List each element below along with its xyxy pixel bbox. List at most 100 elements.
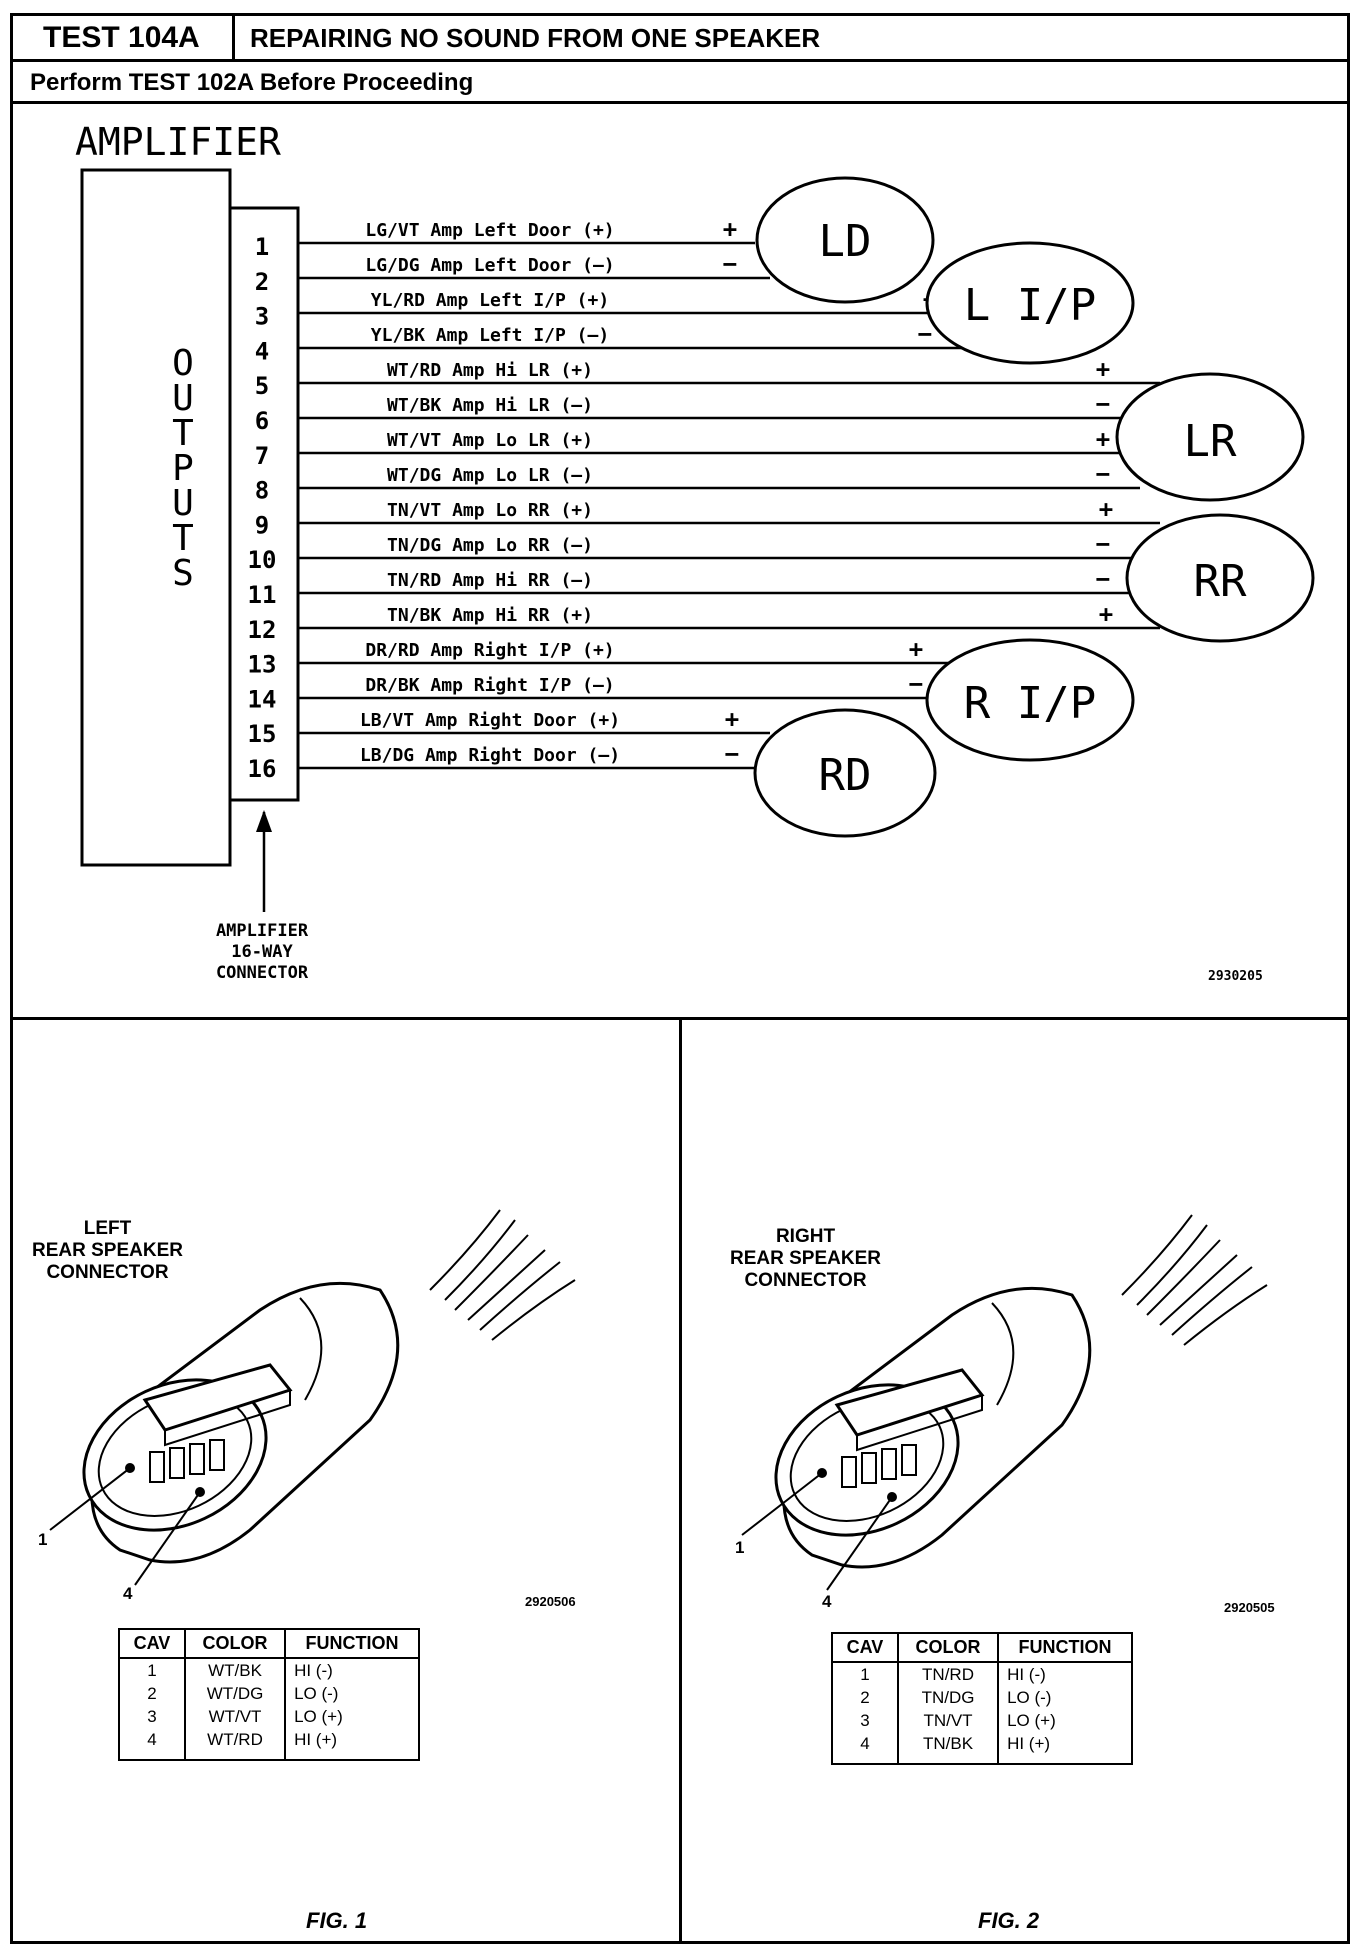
wire-label: TN/DG Amp Lo RR (–) [387,535,593,556]
wire-label: WT/BK Amp Hi LR (–) [387,395,593,416]
cell: 2 [118,1682,186,1705]
pin-number: 4 [255,337,269,365]
cell: LO (+) [284,1705,420,1728]
cell: 1 [118,1658,186,1682]
wire-label: TN/VT Amp Lo RR (+) [387,500,593,521]
polarity-mark: − [918,320,932,348]
cell: HI (-) [284,1658,420,1682]
pin-number: 5 [255,372,269,400]
fig2-label: RIGHT REAR SPEAKER CONNECTOR [718,1226,893,1292]
outputs-letter: P [172,448,194,489]
pin-number: 16 [248,755,277,783]
outputs-letter: U [172,483,194,524]
speaker-ellipse [753,708,937,838]
speaker-ellipse [1115,372,1305,502]
polarity-mark: − [1096,530,1110,558]
polarity-mark: + [725,705,739,733]
cell: LO (-) [997,1686,1133,1709]
connector-label-2: 16-WAY [231,942,293,962]
fig2-label-line1: RIGHT [775,1226,836,1247]
polarity-mark: − [723,250,737,278]
wire-label: LB/VT Amp Right Door (+) [360,710,620,731]
speaker-ellipse [1125,513,1315,643]
speaker-label: LD [819,216,872,267]
fig1-label: LEFT REAR SPEAKER CONNECTOR [20,1218,195,1284]
polarity-mark: − [909,670,923,698]
figure-divider [679,1020,682,1944]
cell: 2 [831,1686,899,1709]
polarity-mark: − [1096,565,1110,593]
cell: TN/DG [896,1686,1000,1709]
cell: HI (+) [997,1732,1133,1764]
wire-label: YL/BK Amp Left I/P (–) [371,325,609,346]
wire-label: LG/DG Amp Left Door (–) [365,255,614,276]
speaker-ellipse [925,241,1135,365]
fig1-pin4: 4 [123,1584,133,1603]
fig1-th-color: COLOR [183,1628,287,1659]
amplifier-label: AMPLIFIER [75,120,281,164]
polarity-mark: − [1096,460,1110,488]
cell: 4 [831,1732,899,1764]
cell: 1 [831,1662,899,1686]
pin-number: 15 [248,720,277,748]
wire-label: TN/BK Amp Hi RR (+) [387,605,593,626]
connector-arrow-head [256,810,272,832]
speaker-ellipse [755,176,935,304]
wire-label: WT/DG Amp Lo LR (–) [387,465,593,486]
wire-label: TN/RD Amp Hi RR (–) [387,570,593,591]
fig2-caption: FIG. 2 [978,1908,1040,1933]
section-divider [13,1017,1347,1020]
fig2-th-function: FUNCTION [997,1632,1133,1663]
fig2-th-color: COLOR [896,1632,1000,1663]
polarity-mark: + [909,635,923,663]
test-title: REPAIRING NO SOUND FROM ONE SPEAKER [250,22,821,53]
header-divider [13,59,1347,62]
wire-label: DR/RD Amp Right I/P (+) [365,640,614,661]
polarity-mark: + [1099,600,1113,628]
polarity-mark: + [1096,355,1110,383]
speaker-label: LR [1184,416,1237,467]
pin-number: 2 [255,268,269,296]
cell: TN/VT [896,1709,1000,1732]
wire-label: LB/DG Amp Right Door (–) [360,745,620,766]
pin-number: 14 [248,685,277,713]
polarity-mark: + [1096,425,1110,453]
fig1-pin1: 1 [38,1530,48,1549]
pin-number: 6 [255,407,269,435]
pin-number: 7 [255,442,269,470]
test-subtitle: Perform TEST 102A Before Proceeding [30,69,474,96]
fig2-label-line2: REAR SPEAKER [730,1248,881,1269]
fig1-label-line3: CONNECTOR [46,1262,169,1283]
cell: HI (-) [997,1662,1133,1686]
fig2-th-cav: CAV [831,1632,899,1663]
pin-number: 1 [255,233,269,261]
cell: WT/RD [183,1728,287,1760]
schematic-ref: 2930205 [1208,969,1263,984]
outputs-letter: U [172,378,194,419]
cell: LO (-) [284,1682,420,1705]
cell: LO (+) [997,1709,1133,1732]
polarity-mark: − [1096,390,1110,418]
pin-number: 12 [248,616,277,644]
polarity-mark: − [725,740,739,768]
fig2-pin4: 4 [822,1592,832,1611]
pin-number: 13 [248,651,277,679]
wire-label: WT/VT Amp Lo LR (+) [387,430,593,451]
fig1-th-function: FUNCTION [284,1628,420,1659]
speaker-label: R I/P [964,678,1096,729]
fig1-caption: FIG. 1 [306,1908,368,1933]
polarity-mark: + [723,215,737,243]
outputs-letter: T [172,518,194,559]
fig2-connector-drawing [741,1214,1268,1591]
cell: 4 [118,1728,186,1760]
connector-label-3: CONNECTOR [216,963,309,983]
pin-number: 10 [248,546,277,574]
